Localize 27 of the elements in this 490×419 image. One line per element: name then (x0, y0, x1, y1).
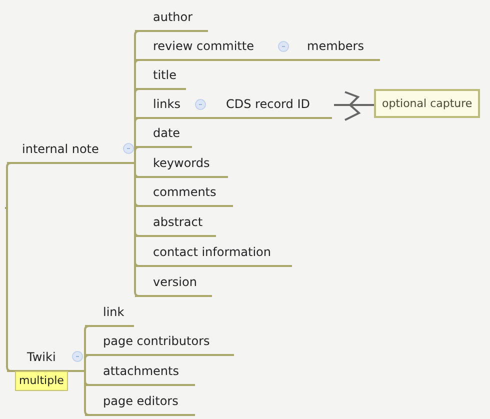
branch-line (84, 354, 90, 371)
topic-label: abstract (153, 215, 203, 230)
topic-label: review committe (153, 39, 254, 54)
topic-label: members (307, 39, 364, 54)
topic-label: links (153, 97, 180, 112)
topic-label: title (153, 68, 176, 83)
topic-label: date (153, 126, 180, 141)
note-tag: multiple (15, 371, 68, 391)
topic-label: page contributors (103, 334, 210, 349)
topic-label: link (103, 305, 124, 320)
topic-label: internal note (22, 142, 99, 157)
topic-label: comments (153, 185, 216, 200)
topic-label: attachments (103, 364, 179, 379)
branch-line (84, 371, 90, 416)
topic-label: Twiki (27, 350, 56, 365)
topic-label: version (153, 275, 197, 290)
brace-connector (333, 91, 375, 121)
topic-label: keywords (153, 156, 210, 171)
topic-label: page editors (103, 394, 178, 409)
topic-label: CDS record ID (226, 97, 310, 112)
branch-line (195, 117, 218, 119)
branch-line (275, 59, 298, 61)
branch-line (5, 162, 12, 209)
topic-label: author (153, 10, 193, 25)
branch-line (5, 207, 12, 372)
callout-box: optional capture (374, 89, 480, 118)
topic-label: contact information (153, 245, 271, 260)
